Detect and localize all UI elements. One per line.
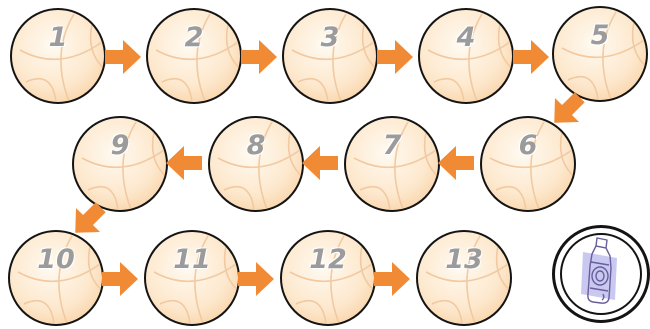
tile-13[interactable]: 13 xyxy=(416,230,512,326)
tile-11[interactable]: 11 xyxy=(144,230,240,326)
arrow-right-icon xyxy=(513,39,549,75)
tile-4[interactable]: 4 xyxy=(418,8,514,104)
tile-number: 4 xyxy=(420,22,512,53)
tile-number: 6 xyxy=(482,130,574,161)
tile-9[interactable]: 9 xyxy=(72,116,168,212)
tile-1[interactable]: 1 xyxy=(10,8,106,104)
bonus-tile[interactable] xyxy=(552,225,650,323)
tile-12[interactable]: 12 xyxy=(280,230,376,326)
tile-6[interactable]: 6 xyxy=(480,116,576,212)
tile-7[interactable]: 7 xyxy=(344,116,440,212)
arrow-left-icon xyxy=(166,145,202,181)
tile-3[interactable]: 3 xyxy=(282,8,378,104)
water-bottle-icon xyxy=(555,228,647,320)
tile-number: 12 xyxy=(282,244,374,275)
tile-2[interactable]: 2 xyxy=(146,8,242,104)
arrow-left-icon xyxy=(438,145,474,181)
tile-number: 5 xyxy=(554,20,646,51)
tile-number: 7 xyxy=(346,130,438,161)
tile-number: 11 xyxy=(146,244,238,275)
tile-5[interactable]: 5 xyxy=(552,6,648,102)
tile-number: 10 xyxy=(10,244,102,275)
tile-number: 13 xyxy=(418,244,510,275)
arrow-right-icon xyxy=(241,39,277,75)
arrow-right-icon xyxy=(374,261,410,297)
arrow-right-icon xyxy=(238,261,274,297)
tile-number: 1 xyxy=(12,22,104,53)
arrow-right-icon xyxy=(377,39,413,75)
tile-number: 9 xyxy=(74,130,166,161)
tile-8[interactable]: 8 xyxy=(208,116,304,212)
arrow-right-icon xyxy=(102,261,138,297)
arrow-right-icon xyxy=(105,39,141,75)
arrow-left-icon xyxy=(302,145,338,181)
tile-number: 3 xyxy=(284,22,376,53)
tile-number: 2 xyxy=(148,22,240,53)
tile-10[interactable]: 10 xyxy=(8,230,104,326)
tile-number: 8 xyxy=(210,130,302,161)
